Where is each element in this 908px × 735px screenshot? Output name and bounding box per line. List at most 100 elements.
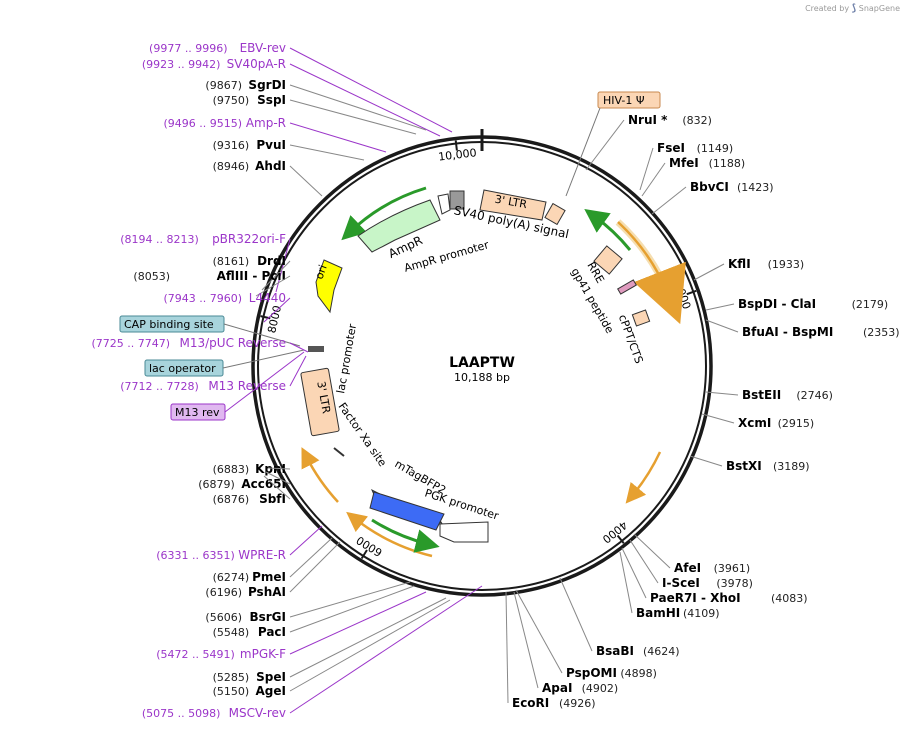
- right-site-pos: (832): [682, 114, 712, 127]
- ltr-3-left-box: [300, 367, 340, 437]
- left-site-leader: [261, 260, 291, 291]
- left-site-pos: (6196): [205, 586, 242, 599]
- right-site-leader: [621, 547, 647, 599]
- left-site-leader: [289, 342, 309, 353]
- tick-label: 8000: [265, 304, 284, 334]
- right-site-name: XcmI: [738, 416, 771, 430]
- lac-operator-label: lac operator: [149, 362, 216, 375]
- orange-arc-lower-right: [625, 451, 662, 504]
- right-site-name: BspDI - ClaI: [738, 297, 816, 311]
- left-site-pos: (6879): [198, 478, 235, 491]
- green-arc-bottom: [371, 518, 440, 553]
- right-site-pos: (3978): [716, 577, 753, 590]
- orange-arc-left: [301, 447, 339, 503]
- left-site-name: EBV-rev: [240, 41, 286, 55]
- left-site-name: SgrDI: [248, 78, 286, 92]
- plasmid-length: 10,188 bp: [454, 371, 510, 384]
- rre-box: [593, 245, 623, 275]
- right-site-labels: NruI *(832)FseI(1149)MfeI(1188)BbvCI(142…: [505, 113, 900, 710]
- right-site-name: NruI *: [628, 113, 668, 127]
- left-site-name: PacI: [258, 625, 286, 639]
- right-site-leader: [585, 119, 625, 171]
- left-site-pos: (7725 .. 7747): [91, 337, 170, 350]
- right-site-pos: (3189): [773, 460, 810, 473]
- right-site-name: PspOMI: [566, 666, 617, 680]
- right-site-pos: (4624): [643, 645, 680, 658]
- right-site-leader: [559, 577, 593, 652]
- left-site-leader: [255, 275, 291, 297]
- left-site-pos: (9750): [213, 94, 250, 107]
- left-site-pos: (5606): [205, 611, 242, 624]
- tick-label: 10,000: [438, 146, 478, 163]
- left-site-pos: (8161): [213, 255, 250, 268]
- left-site-name: MSCV-rev: [229, 706, 286, 720]
- right-site-leader: [515, 589, 563, 674]
- plasmid-name: LAAPTW: [449, 355, 515, 371]
- orange-arc-lower-left: [346, 511, 433, 558]
- factor-xa-tick: [333, 447, 345, 457]
- m13-rev-label: M13 rev: [175, 406, 220, 419]
- left-site-name: L4440: [249, 291, 286, 305]
- left-site-labels: EBV-rev(9977 .. 9996)SV40pA-R(9923 .. 99…: [91, 41, 483, 720]
- lac-promoter-label: lac promoter: [334, 322, 359, 394]
- left-site-pos: (9316): [213, 139, 250, 152]
- credit-brand: SnapGene: [858, 4, 900, 13]
- right-site-name: FseI: [657, 141, 685, 155]
- left-site-pos: (9496 .. 9515): [163, 117, 242, 130]
- factor-xa-label: Factor Xa site: [336, 400, 390, 469]
- tick-label: 6000: [354, 533, 385, 559]
- right-site-leader: [701, 413, 735, 424]
- tick-mark: [686, 289, 697, 296]
- left-site-name: SV40pA-R: [227, 57, 286, 71]
- left-site-name: PmeI: [252, 570, 286, 584]
- right-site-leader: [689, 455, 723, 467]
- hiv-psi-box: [597, 91, 661, 109]
- right-site-pos: (4902): [582, 682, 619, 695]
- cap-binding-label: CAP binding site: [124, 318, 214, 331]
- right-site-leader: [629, 539, 659, 584]
- right-site-pos: (2179): [852, 298, 889, 311]
- m13rev-leader: [224, 351, 305, 413]
- left-site-leader: [289, 599, 451, 692]
- grey-box: [449, 190, 465, 210]
- right-site-name: BamHI: [636, 606, 680, 620]
- left-site-leader: [289, 47, 453, 133]
- left-site-pos: (9923 .. 9942): [142, 58, 221, 71]
- left-site-pos: (6883): [213, 463, 250, 476]
- right-site-leader: [651, 186, 687, 215]
- left-site-name: M13/pUC Reverse: [180, 336, 287, 350]
- left-site-name: BsrGI: [249, 610, 286, 624]
- ltr-3-top-box: [479, 189, 547, 221]
- left-site-leader: [289, 591, 427, 655]
- right-site-leader: [505, 591, 509, 704]
- green-arc-right: [584, 208, 632, 251]
- left-site-leader: [289, 597, 447, 678]
- hiv-psi-label: HIV-1 Ψ: [603, 94, 645, 107]
- right-site-leader: [705, 391, 739, 396]
- left-site-leader: [289, 537, 333, 578]
- left-site-leader: [289, 581, 411, 618]
- snapgene-credit: Created by ⟆ SnapGene: [805, 3, 900, 14]
- left-site-pos: (5472 .. 5491): [156, 648, 235, 661]
- left-site-leader: [289, 63, 441, 137]
- left-site-name: SbfI: [259, 492, 286, 506]
- left-site-leader: [289, 541, 341, 593]
- left-site-name: pBR322ori-F: [212, 232, 286, 246]
- right-site-pos: (1933): [768, 258, 805, 271]
- tick-mark: [616, 534, 625, 544]
- right-site-name: PaeR7I - XhoI: [650, 591, 741, 605]
- right-site-pos: (2746): [796, 389, 833, 402]
- left-site-leader: [289, 525, 323, 556]
- credit-prefix: Created by: [805, 4, 850, 13]
- right-site-name: KflI: [728, 257, 751, 271]
- left-site-pos: (5150): [213, 685, 250, 698]
- left-site-name: AgeI: [256, 684, 286, 698]
- left-site-name: Amp-R: [246, 116, 286, 130]
- ori-label: ori: [313, 263, 330, 281]
- gp41-box: [617, 279, 637, 295]
- left-site-pos: (7712 .. 7728): [120, 380, 199, 393]
- right-site-leader: [619, 551, 633, 614]
- left-site-pos: (6274): [213, 571, 250, 584]
- lac-operator-marker: [308, 346, 324, 352]
- right-site-pos: (1188): [709, 157, 746, 170]
